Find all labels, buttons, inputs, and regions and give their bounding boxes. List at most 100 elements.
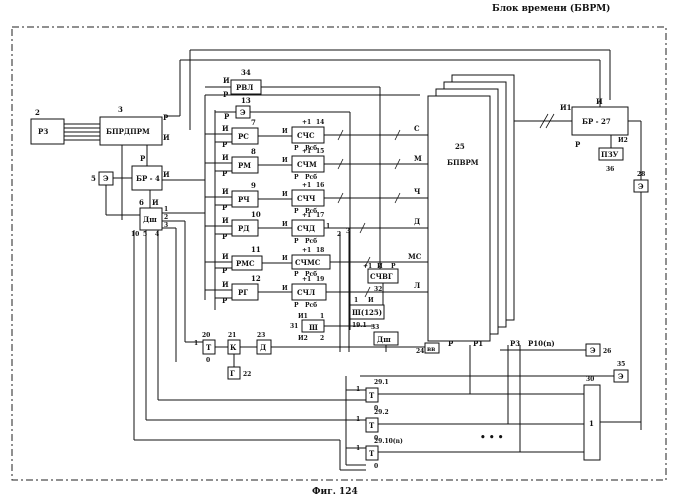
block-rd-label: РД bbox=[238, 224, 250, 233]
sig-r: Р bbox=[575, 140, 581, 149]
sig-i: И bbox=[222, 280, 229, 289]
num-3c: 3 bbox=[346, 228, 350, 235]
sig-i2: И2 bbox=[298, 335, 308, 342]
block-rg-label: РГ bbox=[238, 288, 248, 297]
num-13: 13 bbox=[241, 96, 251, 105]
sig-plus1: +1 bbox=[302, 247, 311, 254]
num-2b: 2 bbox=[164, 214, 168, 221]
block-k21-label: К bbox=[230, 343, 237, 352]
num-2d: 2 bbox=[320, 335, 324, 342]
num-2: 2 bbox=[35, 108, 40, 117]
sig-i: И bbox=[152, 198, 159, 207]
block-or30-label: 1 bbox=[589, 419, 594, 428]
block-sh-label: Ш bbox=[309, 323, 318, 332]
block-sh125-label: Ш(125) bbox=[352, 308, 382, 317]
signal-r3: Р3 bbox=[510, 339, 520, 348]
num-36: 36 bbox=[606, 166, 614, 173]
num-29-2: 29.2 bbox=[374, 409, 389, 416]
num-25: 25 bbox=[455, 142, 465, 151]
num-1c: 1 bbox=[326, 223, 330, 230]
num-5b: 5 bbox=[143, 231, 147, 238]
num-16: 16 bbox=[316, 182, 324, 189]
sig-i: И bbox=[222, 187, 229, 196]
sig-psb: Рсб bbox=[305, 174, 317, 181]
sig-plus1: +1 bbox=[363, 263, 372, 270]
num-8: 8 bbox=[251, 147, 256, 156]
sig-i: И bbox=[282, 191, 288, 198]
num-10b: 10 bbox=[131, 231, 139, 238]
sig-r: Р bbox=[222, 169, 228, 178]
sig-i: И bbox=[282, 285, 288, 292]
sig-i: И bbox=[282, 128, 288, 135]
block-dsh6-label: Дш bbox=[143, 215, 157, 224]
num-14: 14 bbox=[316, 119, 324, 126]
num-24: 24 bbox=[416, 348, 424, 355]
block-br4-label: БР - 4 bbox=[136, 174, 160, 183]
sig-plus1: +1 bbox=[302, 119, 311, 126]
sig-r: Р bbox=[163, 113, 169, 122]
sig-plus1: +1 bbox=[302, 212, 311, 219]
block-bvrm bbox=[428, 96, 490, 341]
signal-i1: И1 bbox=[560, 103, 572, 112]
sig-r: Р bbox=[222, 140, 228, 149]
block-pzu-label: ПЗУ bbox=[601, 150, 619, 159]
signal-r10n: Р10(n) bbox=[528, 339, 555, 348]
num-6: 6 bbox=[139, 198, 144, 207]
block-chm-label: СЧМ bbox=[297, 160, 317, 169]
sig-i: И bbox=[222, 124, 229, 133]
block-e5-label: Э bbox=[103, 174, 109, 183]
num-7: 7 bbox=[251, 118, 256, 127]
signal-d: Д bbox=[414, 217, 420, 226]
register-rms: РМС 11 И Р bbox=[222, 245, 262, 275]
sig-r: Р bbox=[222, 203, 228, 212]
block-e35-label: Э bbox=[618, 372, 624, 381]
sig-i: И bbox=[282, 255, 288, 262]
sig-plus1: +1 bbox=[302, 182, 311, 189]
sig-r: Р bbox=[294, 238, 299, 245]
block-chd-label: СЧД bbox=[297, 224, 315, 233]
num-12: 12 bbox=[251, 274, 261, 283]
signal-r1: Р1 bbox=[473, 339, 483, 348]
block-bprdprm-label: БПРДПРМ bbox=[106, 127, 150, 136]
flipflop-29-1: Т 29.1 1 0 bbox=[356, 379, 389, 412]
block-chms-label: СЧМС bbox=[295, 258, 321, 267]
block-e26-label: Э bbox=[590, 346, 596, 355]
block-d23-label: Д bbox=[260, 343, 266, 352]
sig-r: Р bbox=[222, 266, 228, 275]
block-chs-label: СЧС bbox=[297, 131, 315, 140]
signal-s: С bbox=[414, 124, 420, 133]
num-1b: 1 bbox=[164, 206, 168, 213]
block-rch-label: РЧ bbox=[238, 195, 250, 204]
num-29-1: 29.1 bbox=[374, 379, 389, 386]
block-chvg-label: СЧВГ bbox=[370, 272, 393, 281]
sig-zero: 0 bbox=[206, 357, 210, 364]
block-e13-label: Э bbox=[240, 108, 246, 117]
num-21: 21 bbox=[228, 332, 236, 339]
sig-r: Р bbox=[294, 302, 299, 309]
block-t29n-label: Т bbox=[369, 449, 375, 458]
sig-i: И bbox=[223, 76, 230, 85]
num-18: 18 bbox=[316, 247, 324, 254]
num-29-n: 29.10(n) bbox=[374, 438, 403, 445]
num-22: 22 bbox=[243, 371, 251, 378]
num-26: 26 bbox=[603, 348, 611, 355]
num-33: 33 bbox=[371, 324, 379, 331]
sig-r: Р bbox=[140, 154, 146, 163]
num-30: 30 bbox=[586, 376, 594, 383]
sig-i: И bbox=[163, 170, 170, 179]
sig-plus1: +1 bbox=[302, 276, 311, 283]
block-rms-label: РМС bbox=[236, 259, 255, 268]
num-23: 23 bbox=[257, 332, 265, 339]
sig-i: И bbox=[368, 297, 374, 304]
block-t292-label: Т bbox=[369, 421, 375, 430]
block-t20-label: Т bbox=[206, 343, 212, 352]
block-chch-label: СЧЧ bbox=[297, 194, 316, 203]
num-10: 10 bbox=[251, 210, 261, 219]
sig-psb: Рсб bbox=[305, 302, 317, 309]
signal-m: М bbox=[414, 154, 422, 163]
sig-i: И bbox=[222, 216, 229, 225]
num-11: 11 bbox=[251, 245, 261, 254]
sig-one: 1 bbox=[354, 297, 358, 304]
sig-r: Р bbox=[294, 271, 299, 278]
